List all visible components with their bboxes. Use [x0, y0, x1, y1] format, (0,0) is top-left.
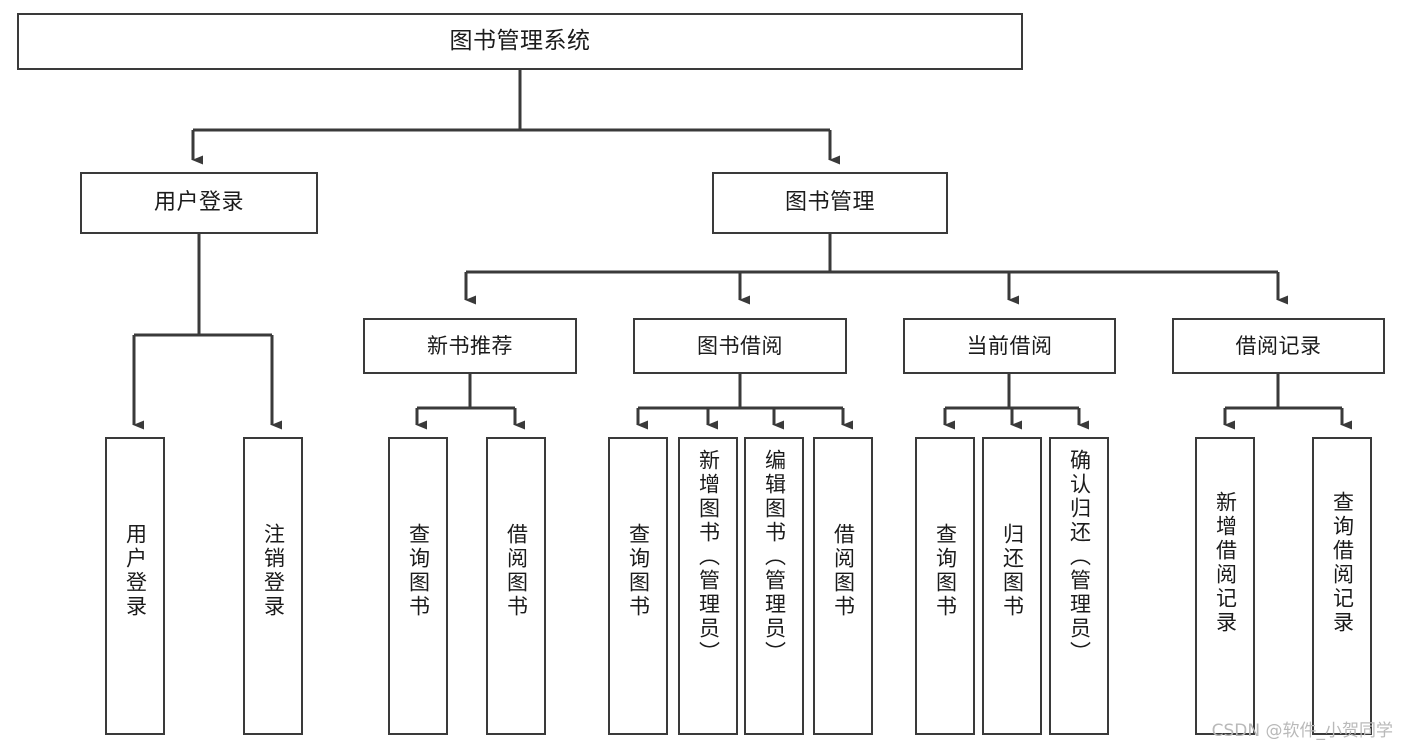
node-label: 图书管理系统 [449, 28, 591, 55]
node-new-book-recommend[interactable]: 新书推荐 [363, 318, 577, 374]
leaf-book-borrow-borrow[interactable]: 借阅图书 [813, 437, 873, 735]
node-label: 新书推荐 [427, 333, 513, 358]
node-label: 归还图书 [1000, 523, 1025, 619]
node-current-borrow[interactable]: 当前借阅 [903, 318, 1116, 374]
node-label: 图书借阅 [697, 333, 783, 358]
node-label: 查询借阅记录 [1330, 491, 1355, 635]
leaf-user-login-login[interactable]: 用户登录 [105, 437, 165, 735]
node-label: 查询图书 [933, 523, 958, 619]
leaf-borrow-record-query[interactable]: 查询借阅记录 [1312, 437, 1372, 735]
leaf-book-borrow-query[interactable]: 查询图书 [608, 437, 668, 735]
node-label: 用户登录 [153, 190, 244, 216]
node-label: 查询图书 [626, 523, 651, 619]
leaf-new-book-query[interactable]: 查询图书 [388, 437, 448, 735]
node-label: 确认归还（管理员） [1067, 449, 1092, 665]
node-label: 注销登录 [261, 523, 286, 619]
node-label: 新增借阅记录 [1213, 491, 1238, 635]
watermark-text: CSDN @软件_小贺同学 [1211, 721, 1393, 741]
node-label: 借阅记录 [1235, 333, 1322, 358]
node-label: 用户登录 [123, 523, 148, 619]
node-label: 当前借阅 [966, 333, 1053, 358]
node-label: 借阅图书 [831, 523, 856, 619]
node-label: 图书管理 [784, 190, 875, 216]
leaf-user-login-logout[interactable]: 注销登录 [243, 437, 303, 735]
node-book-borrow[interactable]: 图书借阅 [633, 318, 847, 374]
leaf-book-borrow-edit[interactable]: 编辑图书（管理员） [744, 437, 804, 735]
leaf-current-borrow-return[interactable]: 归还图书 [982, 437, 1042, 735]
node-label: 编辑图书（管理员） [762, 449, 787, 665]
node-label: 借阅图书 [504, 523, 529, 619]
node-root-system[interactable]: 图书管理系统 [17, 13, 1023, 70]
node-label: 新增图书（管理员） [696, 449, 721, 665]
leaf-borrow-record-add[interactable]: 新增借阅记录 [1195, 437, 1255, 735]
leaf-new-book-borrow[interactable]: 借阅图书 [486, 437, 546, 735]
node-label: 查询图书 [406, 523, 431, 619]
node-borrow-record[interactable]: 借阅记录 [1172, 318, 1385, 374]
leaf-current-borrow-query[interactable]: 查询图书 [915, 437, 975, 735]
leaf-current-borrow-confirm-return[interactable]: 确认归还（管理员） [1049, 437, 1109, 735]
node-book-management[interactable]: 图书管理 [712, 172, 948, 234]
node-user-login[interactable]: 用户登录 [80, 172, 318, 234]
leaf-book-borrow-add[interactable]: 新增图书（管理员） [678, 437, 738, 735]
